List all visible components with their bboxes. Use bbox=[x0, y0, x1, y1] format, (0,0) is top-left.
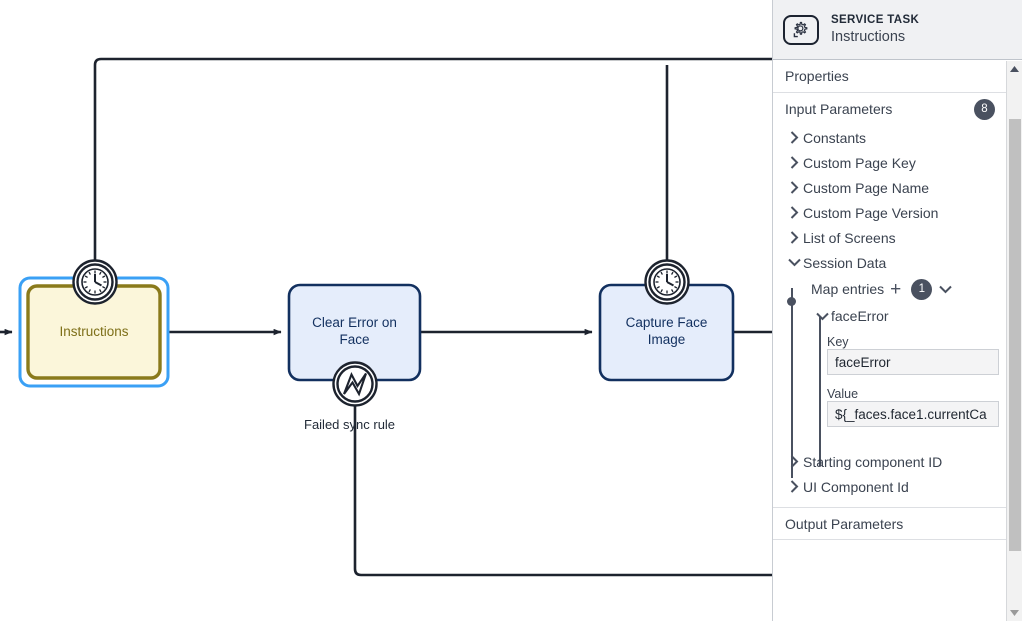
row-face-error-entry[interactable]: faceError bbox=[773, 303, 1007, 329]
chevron-right-icon[interactable] bbox=[785, 156, 803, 169]
map-entries-label: Map entries bbox=[811, 281, 885, 297]
key-field-label: Key bbox=[827, 335, 849, 349]
properties-label: Properties bbox=[785, 68, 849, 84]
param-label: Custom Page Key bbox=[803, 154, 916, 171]
param-row-custom-page-name[interactable]: Custom Page Name bbox=[773, 175, 1007, 200]
param-row-list-of-screens[interactable]: List of Screens bbox=[773, 225, 1007, 250]
key-input[interactable]: faceError bbox=[827, 349, 999, 375]
chevron-down-icon[interactable] bbox=[813, 312, 831, 321]
panel-scrollbar[interactable] bbox=[1006, 61, 1022, 621]
scrollbar-thumb[interactable] bbox=[1009, 119, 1021, 551]
node-instructions[interactable] bbox=[18, 276, 170, 388]
section-input-parameters[interactable]: Input Parameters 8 bbox=[773, 93, 1007, 125]
param-row-ui-component-id[interactable]: UI Component Id bbox=[773, 474, 1007, 499]
sequence-flow-timer-boundary-top-loop[interactable] bbox=[93, 57, 772, 262]
row-map-entries[interactable]: Map entries + 1 bbox=[773, 275, 1007, 303]
face-error-entry-label: faceError bbox=[831, 308, 889, 324]
value-input[interactable]: ${_faces.face1.currentCa bbox=[827, 401, 999, 427]
panel-header-kind: SERVICE TASK bbox=[831, 13, 920, 26]
chevron-right-icon[interactable] bbox=[785, 480, 803, 493]
param-label: Custom Page Name bbox=[803, 179, 930, 196]
param-label: Constants bbox=[803, 129, 867, 146]
chevron-right-icon[interactable] bbox=[785, 131, 803, 144]
param-row-constants[interactable]: Constants bbox=[773, 125, 1007, 150]
param-label: UI Component Id bbox=[803, 478, 909, 495]
clock-icon bbox=[653, 268, 681, 296]
chevron-right-icon[interactable] bbox=[785, 206, 803, 219]
service-task-gear-icon bbox=[783, 14, 819, 45]
section-properties[interactable]: Properties bbox=[773, 60, 1007, 93]
chevron-down-icon[interactable] bbox=[936, 285, 954, 294]
edge-label-failed-sync-rule: Failed sync rule bbox=[304, 417, 396, 432]
bpmn-canvas[interactable]: Instructions Clear Error on Face Capture… bbox=[0, 0, 772, 621]
param-row-session-data[interactable]: Session Data bbox=[773, 250, 1007, 275]
output-parameters-label: Output Parameters bbox=[785, 515, 904, 532]
chevron-right-icon[interactable] bbox=[785, 231, 803, 244]
add-map-entry-button[interactable]: + bbox=[890, 278, 902, 300]
input-parameters-count-badge: 8 bbox=[974, 98, 995, 120]
chevron-down-icon[interactable] bbox=[785, 258, 803, 267]
boundary-event-timer-instructions[interactable] bbox=[72, 259, 118, 305]
input-parameters-label: Input Parameters bbox=[785, 101, 893, 117]
param-label: Custom Page Version bbox=[803, 204, 939, 221]
scroll-down-arrow-icon[interactable] bbox=[1007, 605, 1022, 621]
panel-header: SERVICE TASK Instructions bbox=[773, 0, 1022, 60]
param-label: Starting component ID bbox=[803, 453, 943, 470]
param-row-custom-page-key[interactable]: Custom Page Key bbox=[773, 150, 1007, 175]
param-row-custom-page-version[interactable]: Custom Page Version bbox=[773, 200, 1007, 225]
chevron-right-icon[interactable] bbox=[785, 455, 803, 468]
diagram-flows bbox=[0, 57, 772, 577]
tree-node-dot-map-entries bbox=[787, 297, 796, 306]
scroll-up-arrow-icon[interactable] bbox=[1007, 61, 1022, 77]
clock-icon bbox=[81, 268, 109, 296]
param-label: List of Screens bbox=[803, 229, 896, 246]
tree-guide-session-data bbox=[791, 288, 793, 478]
boundary-event-timer-capture-face-image[interactable] bbox=[644, 259, 690, 305]
panel-body[interactable]: Properties Input Parameters 8 Constants … bbox=[773, 60, 1007, 621]
value-field-label: Value bbox=[827, 387, 859, 401]
param-row-starting-component-id[interactable]: Starting component ID bbox=[773, 449, 1007, 474]
boundary-event-error-clear-error-on-face[interactable] bbox=[332, 361, 378, 407]
param-label: Session Data bbox=[803, 254, 887, 271]
chevron-right-icon[interactable] bbox=[785, 181, 803, 194]
properties-panel: SERVICE TASK Instructions Properties Inp… bbox=[772, 0, 1022, 621]
section-output-parameters[interactable]: Output Parameters bbox=[773, 507, 1007, 540]
map-entries-count-badge: 1 bbox=[911, 278, 933, 300]
panel-header-name: Instructions bbox=[831, 29, 906, 46]
error-bolt-icon bbox=[343, 371, 367, 397]
sequence-flow-error-boundary-bottom-loop[interactable] bbox=[353, 405, 772, 577]
tree-guide-face-error bbox=[819, 316, 821, 466]
